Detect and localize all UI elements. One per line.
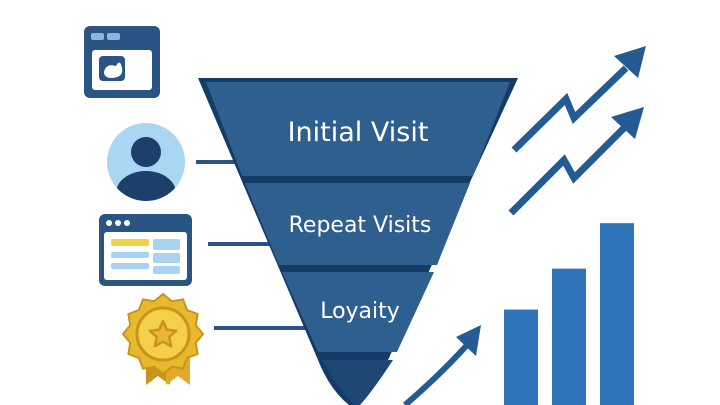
funnel-stage-2 [245,183,470,265]
funnel-stage-label-1: Initial Visit [288,117,429,148]
bar-1 [504,309,538,405]
bar-3 [600,223,634,405]
growth-arrow-upper-icon [511,46,646,153]
browser-window-icon [84,26,160,98]
funnel-spout [322,360,393,405]
award-badge-icon [121,292,205,385]
funnel-stage-1 [206,82,510,176]
bar-2 [552,268,586,405]
bar-chart [504,223,634,405]
funnel-stage-3 [282,272,434,352]
funnel-stage-label-2: Repeat Visits [289,213,432,238]
funnel-stage-label-3: Loyaity [320,299,400,324]
funnel: Initial Visit Repeat Visits Loyaity [198,78,518,405]
growth-arrow-lower-icon [508,107,644,216]
trend-arrow-icon [403,325,481,405]
user-avatar-icon [107,123,185,201]
webpage-layout-icon [99,214,192,286]
